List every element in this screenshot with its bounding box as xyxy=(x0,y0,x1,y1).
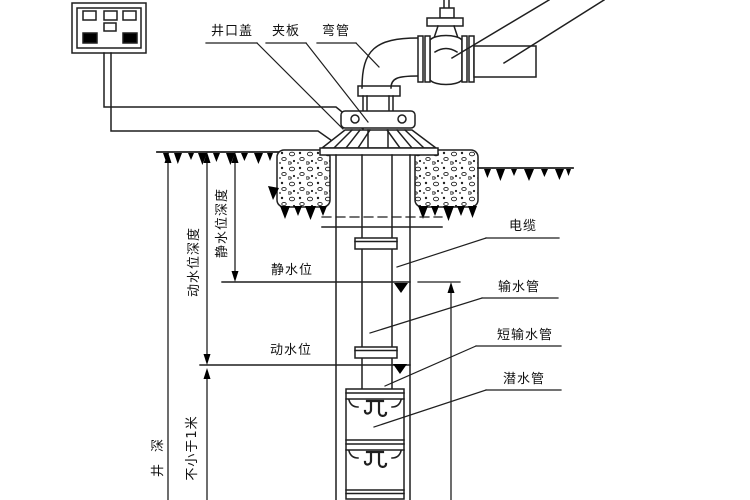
elbow-flange xyxy=(357,85,401,113)
concrete-foundation xyxy=(276,149,479,208)
soil-hatch xyxy=(163,153,571,181)
clamp-plate xyxy=(340,110,416,129)
label-well-depth: 井深 xyxy=(151,427,166,478)
dim-pump-depth xyxy=(417,281,461,500)
elbow-pipe xyxy=(361,37,419,89)
label-submersible-pipe: 潜水管 xyxy=(502,372,545,387)
gate-valve xyxy=(417,0,475,86)
label-leaders xyxy=(205,42,562,428)
foundation-soil-hatch xyxy=(268,186,477,221)
ground-surface xyxy=(156,151,574,169)
cutoff-leader-lines xyxy=(450,0,606,65)
label-cable: 电缆 xyxy=(508,219,537,234)
label-static-water-level-depth: 静水位深度 xyxy=(215,188,230,259)
label-elbow-pipe: 弯管 xyxy=(321,24,350,39)
label-min-one-meter: 不小于1米 xyxy=(185,415,200,481)
label-short-delivery-pipe: 短输水管 xyxy=(496,328,553,343)
label-dynamic-water-level-depth: 动水位深度 xyxy=(187,227,202,298)
delivery-pipe xyxy=(354,154,398,390)
dim-static-depth xyxy=(231,152,239,282)
dim-min-one-meter xyxy=(203,368,211,500)
label-clamp-plate: 夹板 xyxy=(271,24,300,39)
submersible-pump xyxy=(345,388,405,500)
label-dynamic-water-level: 动水位 xyxy=(269,343,312,358)
dim-well-depth xyxy=(164,152,172,500)
well-casing xyxy=(321,154,443,500)
static-water-level-line xyxy=(221,281,411,293)
label-well-cover: 井口盖 xyxy=(210,24,253,39)
control-box xyxy=(71,2,147,54)
dim-dynamic-depth xyxy=(203,152,211,365)
label-delivery-pipe: 输水管 xyxy=(497,280,540,295)
label-static-water-level: 静水位 xyxy=(270,263,313,278)
dynamic-water-level-line xyxy=(199,364,411,374)
well-cover xyxy=(319,128,439,156)
cable-line xyxy=(103,52,365,152)
